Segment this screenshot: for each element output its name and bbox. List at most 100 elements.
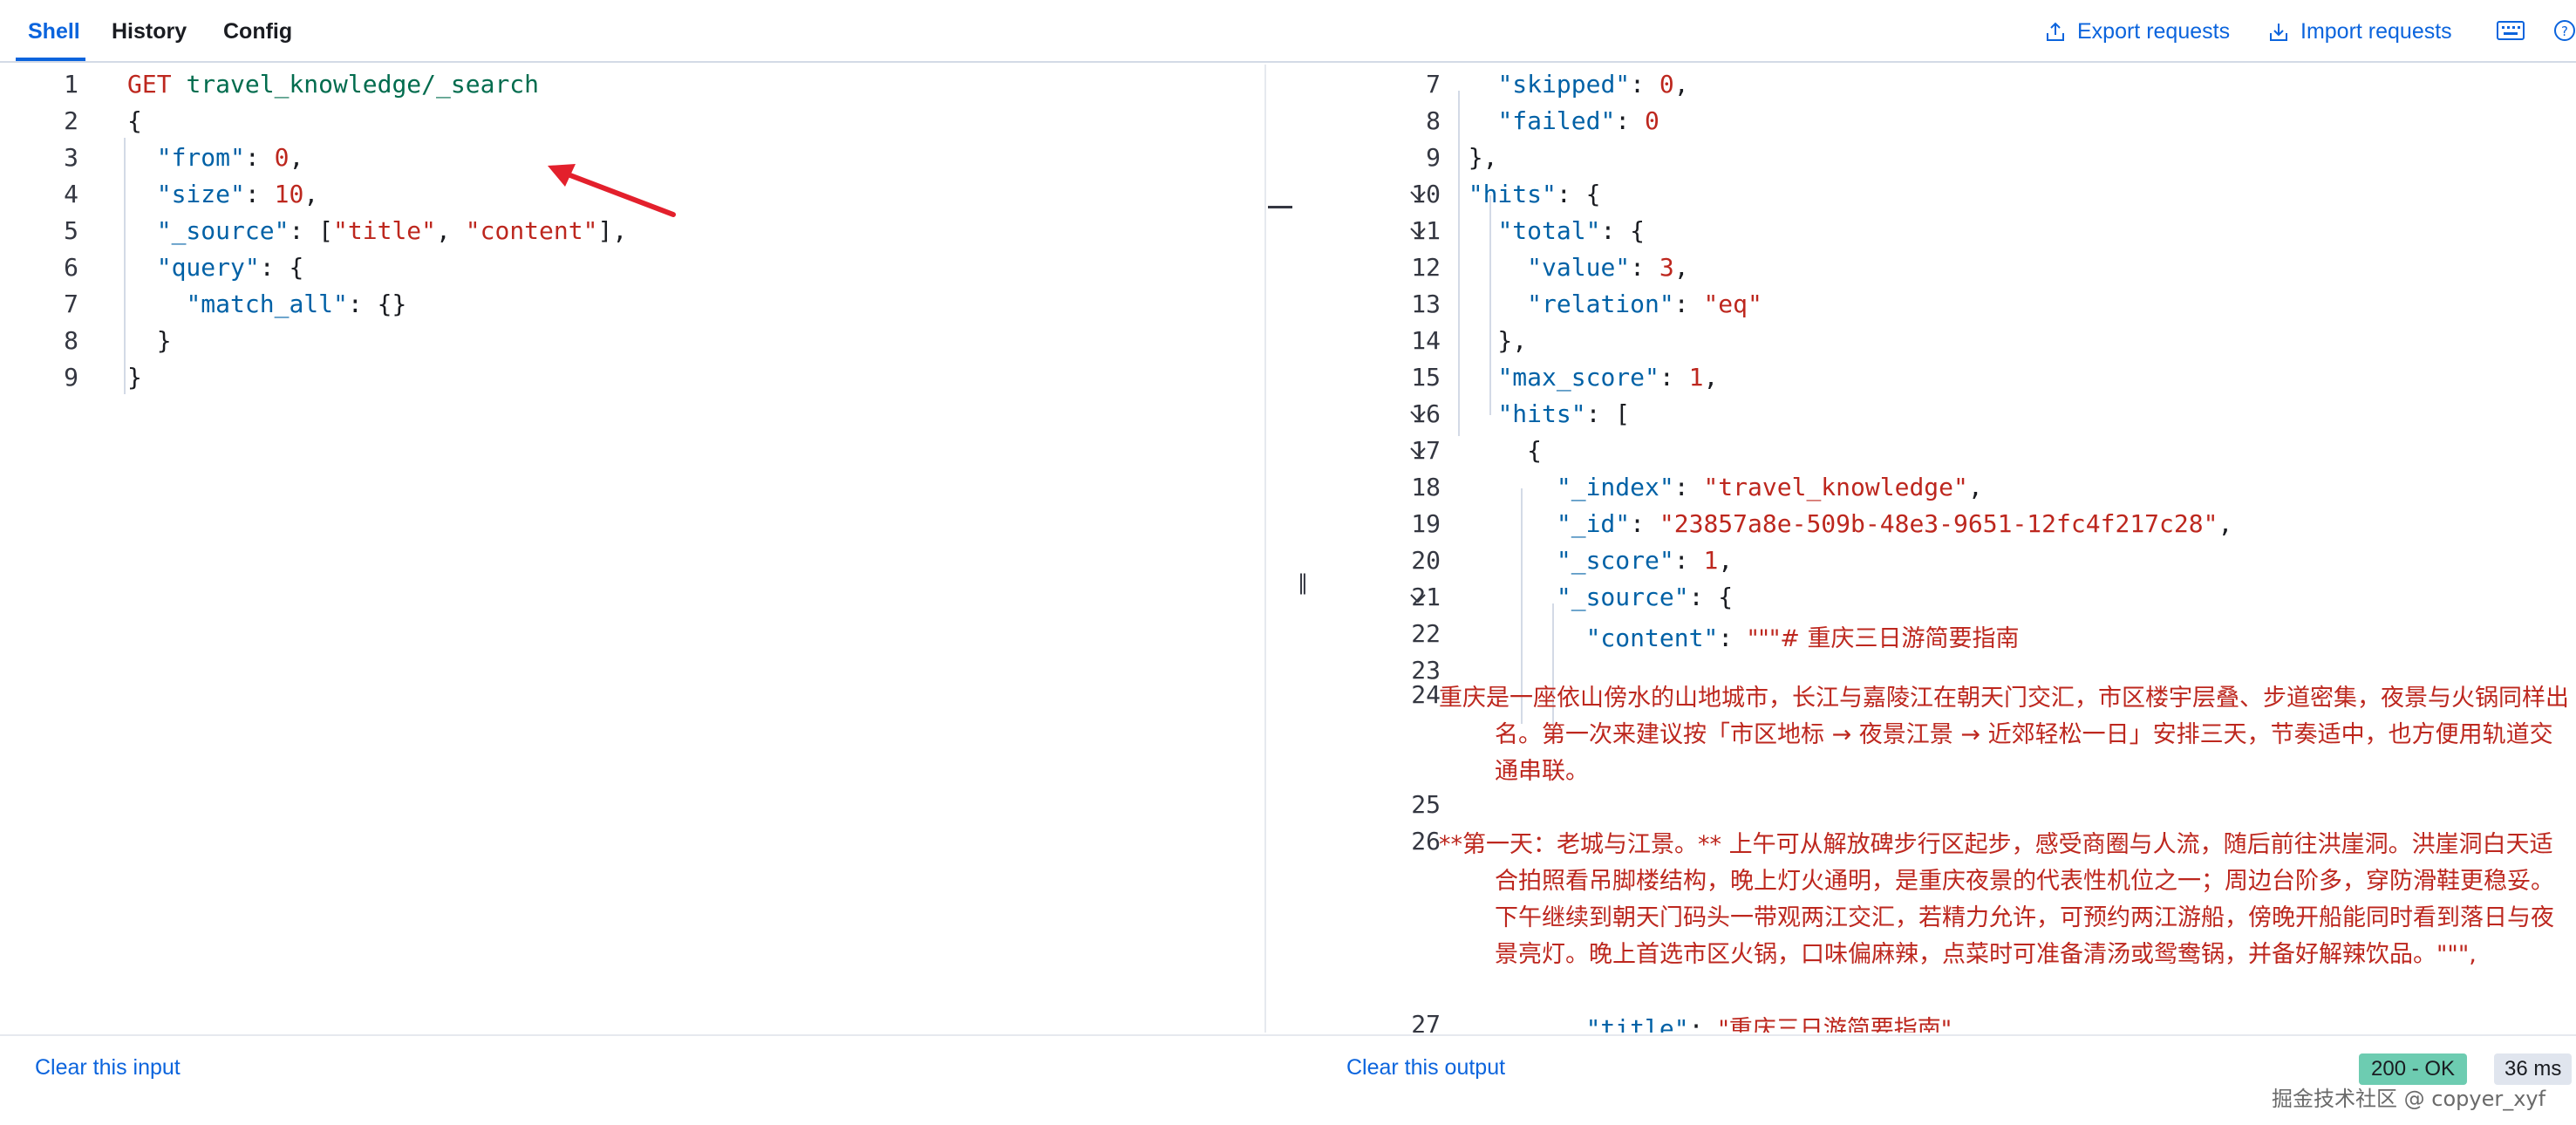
code-line: 4 "size": 10, (0, 180, 1256, 216)
code-token: """# 重庆三日游简要指南 (1748, 625, 2020, 652)
export-requests-button[interactable]: Export requests (2044, 19, 2230, 44)
content-text-paragraph-1: 重庆是一座依山傍水的山地城市，长江与嘉陵江在朝天门交汇，市区楼宇层叠、步道密集，… (1439, 685, 2569, 785)
code-text: } (127, 326, 172, 355)
code-token: "from" (156, 143, 245, 172)
clear-output-button[interactable]: Clear this output (1346, 1055, 1506, 1080)
code-token (1439, 509, 1557, 538)
fold-chevron-icon[interactable] (1406, 440, 1430, 464)
help-icon[interactable]: ? (2553, 19, 2576, 42)
code-token: "content" (1585, 624, 1719, 652)
code-token: "hits" (1497, 399, 1586, 428)
line-number: 14 (1411, 326, 1441, 355)
code-token: : { (1688, 583, 1734, 611)
line-number: 20 (1411, 546, 1441, 575)
code-token: : (244, 180, 275, 208)
code-token: : (1659, 363, 1689, 392)
code-token (1439, 290, 1527, 318)
fold-chevron-icon[interactable] (1406, 220, 1430, 244)
code-line: 2{ (0, 106, 1256, 143)
code-line: 3 "from": 0, (0, 143, 1256, 180)
line-number: 25 (1411, 790, 1441, 819)
code-text: "match_all": {} (127, 290, 406, 318)
clear-input-button[interactable]: Clear this input (35, 1055, 181, 1080)
line-number: 7 (64, 290, 78, 318)
code-token (1439, 583, 1557, 611)
code-line: 19 "_id": "23857a8e-509b-48e3-9651-12fc4… (1319, 509, 2574, 546)
export-requests-label: Export requests (2077, 19, 2231, 44)
code-token (127, 216, 157, 245)
code-token: , (1718, 546, 1734, 575)
code-token: : (1630, 70, 1659, 99)
code-token: 1 (1688, 363, 1704, 392)
watermark: 掘金技术社区 @ copyer_xyf (2272, 1087, 2546, 1111)
code-line: 26 (1319, 827, 1441, 863)
active-tab-indicator (16, 58, 85, 61)
code-token: : [ (289, 216, 334, 245)
line-number: 5 (64, 216, 78, 245)
line-number: 6 (64, 253, 78, 282)
line-number: 15 (1411, 363, 1441, 392)
code-token: 0 (1645, 106, 1659, 135)
code-line: 25 (1319, 790, 1441, 827)
resize-handle-icon[interactable]: ‖ (1298, 570, 1308, 595)
code-token: "total" (1497, 216, 1601, 245)
code-token: "value" (1527, 253, 1631, 282)
code-line: 20 "_score": 1, (1319, 546, 2574, 583)
code-token: "_source" (156, 216, 290, 245)
tab-history[interactable]: History (112, 19, 187, 44)
code-token: : (1688, 1014, 1719, 1033)
fold-chevron-icon[interactable] (1406, 586, 1430, 610)
code-token: } (127, 326, 172, 355)
code-token (1439, 1014, 1586, 1033)
code-token: "size" (156, 180, 245, 208)
code-line: 27 "title": "重庆三日游简要指南" (1319, 1010, 2574, 1033)
code-token (1439, 253, 1527, 282)
import-requests-label: Import requests (2300, 19, 2452, 44)
line-number: 21 (1411, 583, 1441, 611)
code-token: : { (1556, 180, 1601, 208)
tab-config[interactable]: Config (223, 19, 293, 44)
indent-guide (1458, 91, 1460, 436)
line-number: 19 (1411, 509, 1441, 538)
code-text: "skipped": 0, (1439, 70, 1688, 99)
code-text: "_source": { (1439, 583, 1733, 611)
code-token: "hits" (1468, 180, 1557, 208)
import-requests-button[interactable]: Import requests (2267, 19, 2452, 44)
line-number: 13 (1411, 290, 1441, 318)
code-token: "relation" (1527, 290, 1674, 318)
code-token: "max_score" (1497, 363, 1659, 392)
code-token: , (1673, 253, 1689, 282)
code-token (172, 70, 187, 99)
code-line: 7 "skipped": 0, (1319, 70, 2574, 106)
code-token: , (436, 216, 466, 245)
code-token: : (1673, 473, 1704, 501)
code-line: 22 "content": """# 重庆三日游简要指南 (1319, 619, 2574, 656)
line-number: 2 (64, 106, 78, 135)
code-token: "eq" (1703, 290, 1762, 318)
code-token: : (1615, 106, 1646, 135)
fold-chevron-icon[interactable] (1406, 183, 1430, 208)
fold-chevron-icon[interactable] (1406, 403, 1430, 427)
line-number: 23 (1411, 656, 1441, 685)
code-token: { (127, 106, 142, 135)
pane-splitter[interactable] (1266, 65, 1319, 1033)
keyboard-shortcuts-icon[interactable] (2496, 19, 2525, 42)
line-number: 22 (1411, 619, 1441, 648)
code-token: { (1439, 436, 1543, 465)
code-text: "value": 3, (1439, 253, 1689, 282)
code-text: "query": { (127, 253, 304, 282)
splitter-marker (1268, 206, 1292, 208)
line-number: 27 (1411, 1010, 1441, 1033)
line-number: 16 (1411, 399, 1441, 428)
code-token: "failed" (1497, 106, 1616, 135)
tab-shell[interactable]: Shell (28, 19, 80, 44)
indent-guide (1489, 195, 1491, 415)
code-token: : (244, 143, 275, 172)
indent-guide (1521, 488, 1523, 724)
top-tab-bar: Shell History Config Export requests Imp… (0, 0, 2576, 63)
code-token: : [ (1585, 399, 1631, 428)
code-token (1439, 624, 1586, 652)
code-line: 13 "relation": "eq" (1319, 290, 2574, 326)
